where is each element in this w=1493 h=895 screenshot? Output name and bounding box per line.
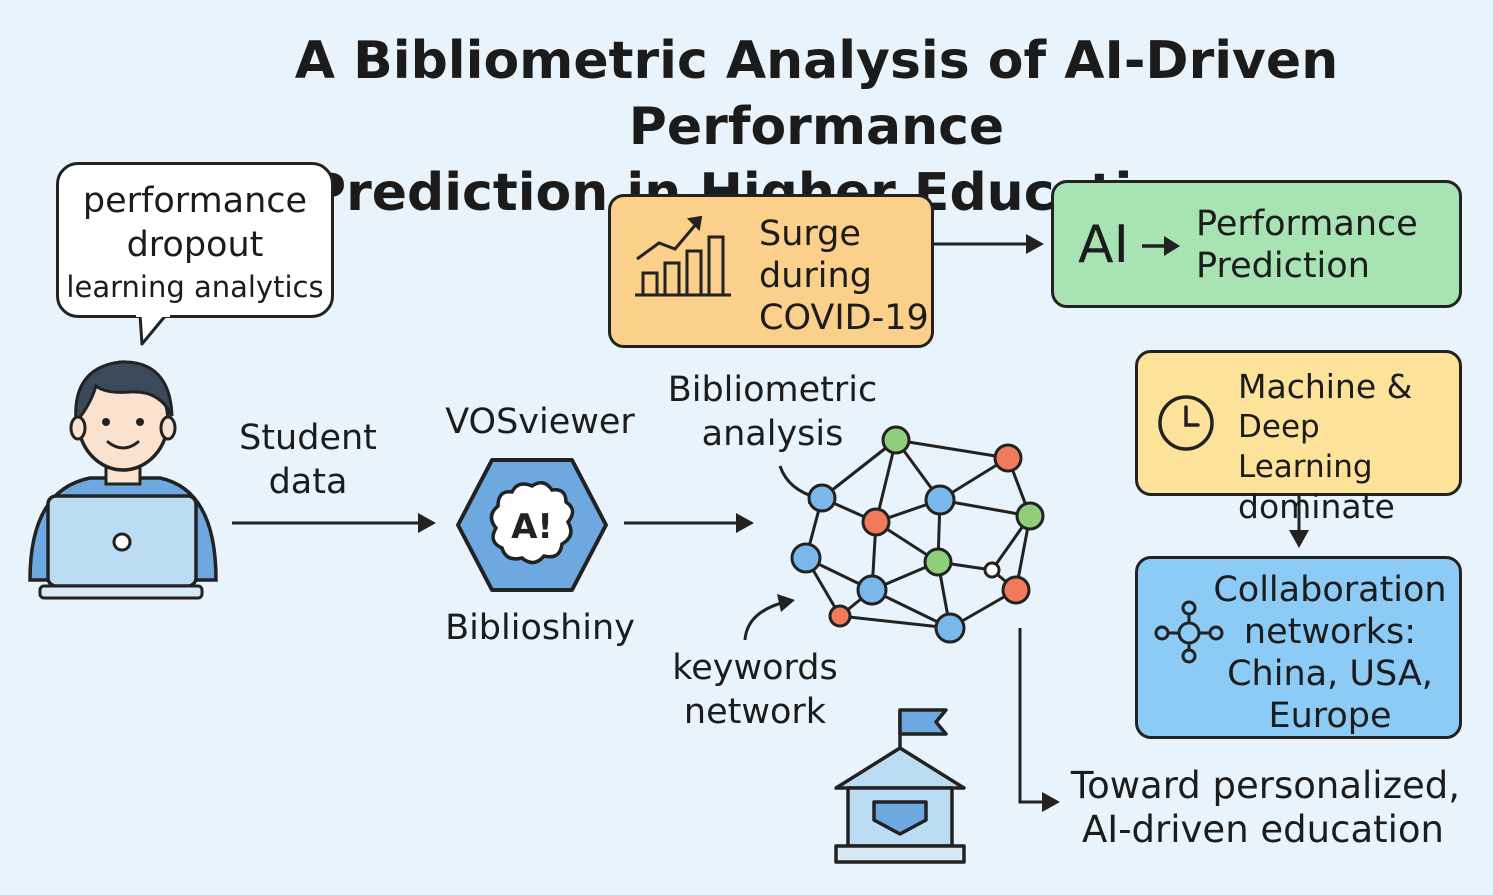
surge-line-1: Surge bbox=[759, 214, 861, 254]
title-line-1: A Bibliometric Analysis of AI-Driven Per… bbox=[294, 31, 1339, 157]
keywords-line-1: keywords bbox=[672, 648, 838, 688]
keywords-pointer-arrow bbox=[743, 594, 795, 641]
keywords-line-2: network bbox=[683, 692, 827, 732]
network-node bbox=[1001, 575, 1031, 605]
bubble-line-learning-analytics: learning analytics bbox=[66, 270, 324, 304]
ai-badge-text: A! bbox=[511, 507, 553, 547]
arrow-student-to-tools bbox=[232, 513, 436, 533]
vosviewer-label: VOSviewer bbox=[445, 402, 635, 442]
growth-chart-icon bbox=[635, 215, 731, 297]
network-node bbox=[983, 561, 1001, 579]
bubble-line-performance: performance bbox=[82, 181, 308, 221]
network-node bbox=[790, 542, 822, 574]
machine-line-1: Machine & bbox=[1238, 367, 1413, 406]
school-building-icon bbox=[834, 708, 966, 864]
collaboration-networks-box: Collaboration networks: China, USA, Euro… bbox=[1135, 556, 1462, 739]
surge-covid-box: Surge during COVID-19 bbox=[608, 194, 934, 348]
collaboration-text: Collaboration networks: China, USA, Euro… bbox=[1198, 569, 1462, 737]
performance-prediction-box: AI Performance Prediction bbox=[1051, 180, 1462, 308]
collab-line-2: networks: bbox=[1243, 612, 1417, 652]
collaboration-network-icon bbox=[1154, 600, 1224, 664]
arrow-surge-to-prediction bbox=[934, 234, 1044, 254]
machine-line-2: Deep Learning bbox=[1238, 409, 1373, 485]
network-node bbox=[856, 574, 888, 606]
conclusion-line-2: AI-driven education bbox=[1081, 808, 1444, 851]
student-data-line-1: Student bbox=[239, 418, 377, 458]
network-node bbox=[861, 507, 891, 537]
arrow-ml-to-collaboration bbox=[1289, 496, 1309, 548]
conclusion-line-1: Toward personalized, bbox=[1070, 764, 1460, 807]
performance-line-2: Prediction bbox=[1196, 246, 1370, 286]
network-node bbox=[881, 425, 911, 455]
conclusion-text: Toward personalized, AI-driven education bbox=[1064, 764, 1460, 852]
ai-arrow-icon bbox=[1142, 236, 1180, 256]
arrow-tools-to-network bbox=[624, 513, 754, 533]
biblioshiny-label: Biblioshiny bbox=[445, 608, 635, 648]
network-node bbox=[924, 484, 956, 516]
bibliometric-line-1: Bibliometric bbox=[667, 370, 878, 410]
collab-line-4: Europe bbox=[1268, 696, 1392, 736]
collab-line-3: China, USA, bbox=[1227, 654, 1433, 694]
keywords-network-label: keywords network bbox=[652, 646, 858, 734]
performance-prediction-text: Performance Prediction bbox=[1196, 203, 1456, 287]
ai-tool-hexagon-icon: A! bbox=[456, 458, 608, 592]
network-node bbox=[993, 443, 1023, 473]
network-node bbox=[828, 604, 852, 628]
student-with-laptop-icon bbox=[28, 360, 218, 600]
bibliometric-analysis-label: Bibliometric analysis bbox=[655, 368, 890, 456]
surge-line-2: during bbox=[759, 256, 872, 296]
network-node bbox=[923, 547, 953, 577]
performance-line-1: Performance bbox=[1196, 204, 1418, 244]
bubble-line-dropout: dropout bbox=[126, 225, 264, 265]
machine-text: Machine & Deep Learning dominate bbox=[1238, 367, 1462, 527]
network-node bbox=[1015, 501, 1045, 531]
machine-deep-learning-box: Machine & Deep Learning dominate bbox=[1135, 350, 1462, 526]
network-node bbox=[807, 483, 837, 513]
network-node bbox=[934, 612, 966, 644]
student-data-label: Student data bbox=[222, 416, 394, 504]
surge-text: Surge during COVID-19 bbox=[759, 213, 929, 339]
bibliometric-line-2: analysis bbox=[701, 414, 844, 454]
speech-bubble: performance dropout learning analytics bbox=[56, 162, 334, 318]
arrow-network-to-conclusion bbox=[1018, 628, 1060, 812]
keywords-network-graph bbox=[778, 425, 1045, 644]
student-data-line-2: data bbox=[268, 462, 348, 502]
machine-line-3: dominate bbox=[1238, 487, 1395, 526]
collab-line-1: Collaboration bbox=[1213, 570, 1447, 610]
surge-line-3: COVID-19 bbox=[759, 298, 929, 338]
ai-label: AI bbox=[1078, 215, 1129, 275]
clock-icon bbox=[1158, 395, 1214, 451]
speech-bubble-tail bbox=[136, 314, 170, 346]
